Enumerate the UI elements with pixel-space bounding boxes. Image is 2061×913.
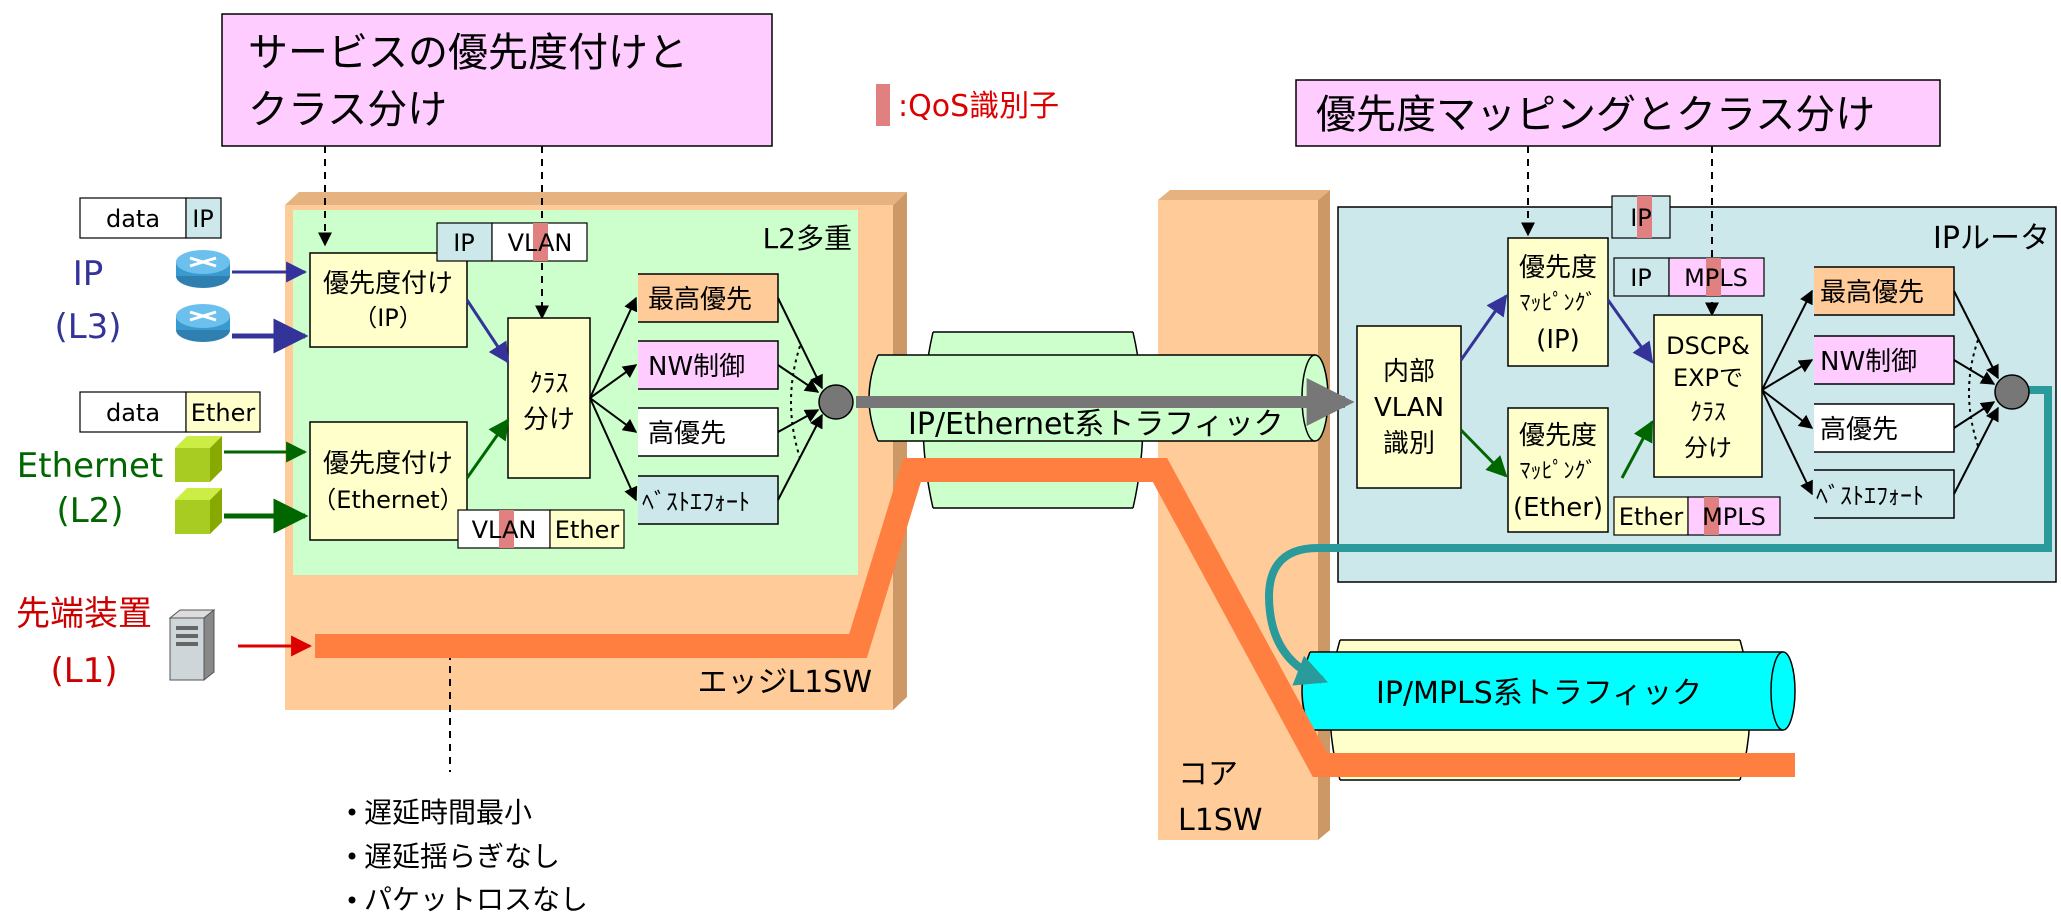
router-queue-2: NW制御: [1814, 335, 1955, 385]
tag-ip-mpls: IP MPLS: [1613, 257, 1765, 297]
tag-ip-vlan: IP VLAN: [436, 222, 588, 262]
svg-text:MPLS: MPLS: [1684, 264, 1748, 292]
svg-text:L2多重: L2多重: [763, 222, 852, 255]
svg-text:高優先: 高優先: [648, 419, 726, 449]
tag-vlan-ether: VLAN Ether: [457, 509, 625, 549]
bullet-item: 遅延揺らぎなし: [364, 840, 560, 873]
svg-text:最高優先: 最高優先: [648, 285, 752, 315]
mapping-ip-line2: ﾏｯﾋﾟﾝｸﾞ: [1519, 291, 1596, 316]
mapping-ip-line1: 優先度: [1519, 253, 1597, 283]
svg-text:NW制御: NW制御: [648, 352, 745, 382]
svg-text:Ether: Ether: [555, 516, 620, 544]
ip-input-label: IP: [73, 254, 104, 294]
bullet-list: 遅延時間最小 遅延揺らぎなし パケットロスなし: [348, 796, 588, 913]
router-queue-4: ﾍﾞｽﾄｴﾌｫｰﾄ: [1814, 469, 1955, 519]
mapping-ether-line2: ﾏｯﾋﾟﾝｸﾞ: [1519, 459, 1596, 484]
svg-text:IP: IP: [453, 229, 475, 257]
pipe-mpls-label: IP/MPLS系トラフィック: [1376, 676, 1702, 711]
svg-text:高優先: 高優先: [1820, 415, 1898, 445]
ip-packet-header: IP: [192, 205, 214, 233]
edge-queue-1: 最高優先: [638, 273, 779, 323]
edge-sw-label: エッジL1SW: [697, 665, 872, 700]
dscp-exp-block: [1653, 314, 1763, 478]
edge-queue-2: NW制御: [638, 340, 779, 390]
svg-text:Ether: Ether: [1619, 503, 1684, 531]
ether-layer-label: (L2): [56, 491, 123, 531]
mpls-traffic-arrow: [1265, 386, 2052, 686]
class-block: [507, 317, 591, 479]
bullet-item: 遅延時間最小: [364, 796, 532, 829]
edge-queue-4: ﾍﾞｽﾄｴﾌｫｰﾄ: [638, 475, 779, 525]
l1-path: [315, 458, 1795, 777]
left-callout-line2: クラス分け: [248, 87, 447, 133]
router-queue-3: 高優先: [1814, 403, 1955, 453]
ether-packet: data Ether: [79, 391, 261, 433]
dscp-line2: EXPで: [1673, 364, 1743, 392]
router-label: IPルータ: [1933, 221, 2050, 256]
dscp-line1: DSCP&: [1666, 332, 1750, 360]
class-line1: ｸﾗｽ: [529, 369, 568, 399]
edge-queue-3: 高優先: [638, 407, 779, 457]
priority-ether-block: [309, 421, 468, 541]
router-queue-1: 最高優先: [1814, 266, 1955, 316]
edge-l2-label: L2多重: [763, 222, 852, 255]
svg-text:VLAN: VLAN: [472, 516, 537, 544]
ip-packet-data: data: [106, 205, 160, 233]
tag-ip-top: IP: [1611, 195, 1671, 239]
bullet-item: パケットロスなし: [364, 883, 588, 913]
pipe-ether-label: IP/Ethernet系トラフィック: [908, 407, 1284, 442]
dscp-line4: 分け: [1684, 434, 1732, 462]
svg-text:ﾍﾞｽﾄｴﾌｫｰﾄ: ﾍﾞｽﾄｴﾌｫｰﾄ: [1816, 482, 1924, 510]
vlan-ident-line1: 内部: [1383, 357, 1435, 387]
priority-ip-block: [309, 252, 468, 348]
left-callout-line1: サービスの優先度付けと: [248, 30, 688, 76]
vlan-ident-line2: VLAN: [1374, 393, 1444, 423]
mapping-ether-line1: 優先度: [1519, 421, 1597, 451]
right-callout-title: 優先度マッピングとクラス分け: [1316, 92, 1875, 138]
router-scheduler: [1994, 374, 2030, 410]
left-callout: [221, 13, 773, 147]
qos-legend-label: :QoS識別子: [898, 89, 1059, 124]
router-icon: [176, 304, 230, 342]
right-callout: [1295, 79, 1941, 147]
class-line2: 分け: [523, 405, 575, 435]
vlan-ident-line3: 識別: [1383, 429, 1435, 459]
mapping-ether-block: [1507, 407, 1609, 533]
priority-ip-line2: （IP）: [353, 304, 423, 332]
l1-layer-label: (L1): [50, 651, 117, 691]
svg-text:ﾍﾞｽﾄｴﾌｫｰﾄ: ﾍﾞｽﾄｴﾌｫｰﾄ: [642, 488, 750, 516]
l1-input-label: 先端装置: [16, 594, 152, 634]
router-icon: [176, 250, 230, 288]
svg-text:IP: IP: [1630, 204, 1652, 232]
dscp-line3: ｸﾗｽ: [1690, 398, 1726, 426]
svg-text:MPLS: MPLS: [1702, 503, 1766, 531]
svg-text:IP: IP: [1630, 264, 1652, 292]
tag-ether-mpls: Ether MPLS: [1613, 496, 1781, 536]
vlan-ident-block: [1356, 325, 1462, 489]
mapping-ip-line3: (IP): [1536, 325, 1580, 355]
switch-icon: [175, 436, 222, 482]
svg-text:NW制御: NW制御: [1820, 347, 1917, 377]
edge-scheduler: [818, 384, 854, 420]
priority-ether-line1: 優先度付け: [323, 449, 453, 479]
priority-ip-line1: 優先度付け: [323, 269, 453, 299]
core-line2: L1SW: [1178, 803, 1263, 838]
ether-packet-data: data: [106, 399, 160, 427]
qos-mark-legend: [876, 84, 890, 126]
core-line1: コア: [1178, 757, 1238, 792]
priority-ether-line2: （Ethernet）: [312, 486, 463, 514]
ip-packet: data IP: [79, 197, 222, 239]
svg-text:VLAN: VLAN: [508, 229, 573, 257]
ether-input-label: Ethernet: [17, 446, 163, 486]
terminal-device-icon: [168, 608, 216, 682]
mapping-ether-line3: (Ether): [1513, 493, 1603, 523]
ip-layer-label: (L3): [54, 307, 121, 347]
ether-packet-header: Ether: [191, 399, 256, 427]
switch-icon: [175, 488, 222, 534]
svg-text:最高優先: 最高優先: [1820, 278, 1924, 308]
